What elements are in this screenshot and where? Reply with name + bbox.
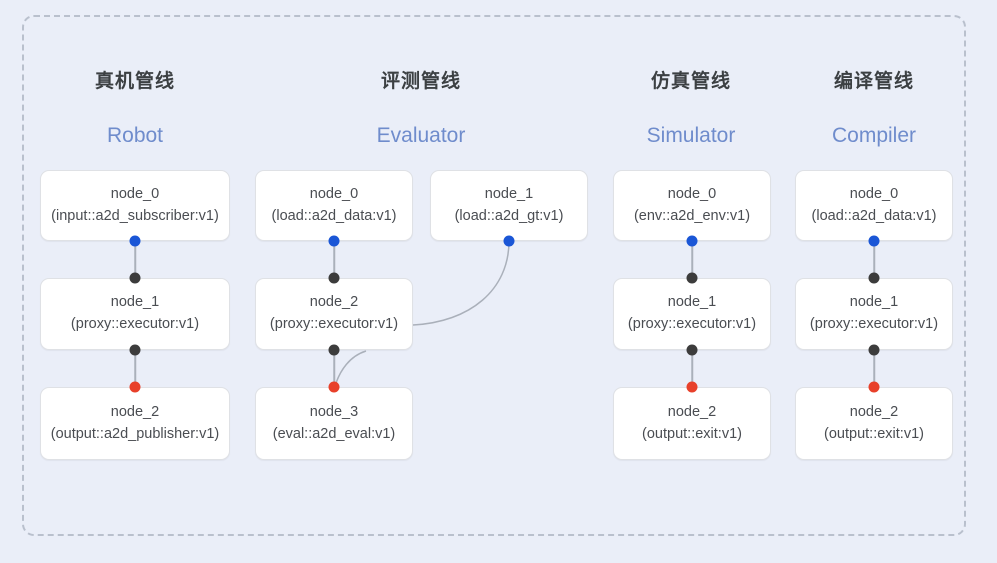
node-evaluator-0[interactable]: node_0 (load::a2d_data:v1) xyxy=(255,170,413,241)
edge-eval-0-2 xyxy=(333,241,335,278)
port-output-blue-evaluator-0[interactable] xyxy=(328,235,340,247)
node-evaluator-2[interactable]: node_2 (proxy::executor:v1) xyxy=(255,278,413,350)
node-type: (load::a2d_data:v1) xyxy=(811,207,937,224)
node-robot-1[interactable]: node_1 (proxy::executor:v1) xyxy=(40,278,230,350)
node-type: (output::exit:v1) xyxy=(824,425,924,442)
node-type: (load::a2d_data:v1) xyxy=(271,207,397,224)
node-type: (load::a2d_gt:v1) xyxy=(454,207,564,224)
column-title-cn-evaluator: 评测管线 xyxy=(380,71,461,92)
port-input-red-simulator-2[interactable] xyxy=(686,381,698,393)
node-simulator-2[interactable]: node_2 (output::exit:v1) xyxy=(613,387,771,460)
node-id: node_2 xyxy=(849,403,899,420)
node-id: node_0 xyxy=(110,185,160,202)
edge-robot-0-1 xyxy=(134,241,136,278)
node-evaluator-3[interactable]: node_3 (eval::a2d_eval:v1) xyxy=(255,387,413,460)
column-header-simulator: 仿真管线 xyxy=(600,66,782,93)
edge-eval-2-3 xyxy=(333,350,335,387)
node-id: node_3 xyxy=(309,403,359,420)
node-type: (output::a2d_publisher:v1) xyxy=(50,425,220,442)
node-type: (eval::a2d_eval:v1) xyxy=(272,425,396,442)
column-title-en-evaluator: Evaluator xyxy=(376,124,466,147)
column-title-cn-simulator: 仿真管线 xyxy=(650,71,731,92)
node-id: node_1 xyxy=(849,294,899,311)
node-id: node_1 xyxy=(484,185,534,202)
edge-comp-0-1 xyxy=(873,241,875,278)
pipeline-container xyxy=(22,15,966,536)
node-id: node_1 xyxy=(110,294,160,311)
node-type: (proxy::executor:v1) xyxy=(809,316,939,332)
column-title-en-compiler: Compiler xyxy=(831,124,917,147)
port-output-dark-evaluator-2[interactable] xyxy=(328,344,340,356)
column-header-robot: 真机管线 xyxy=(44,66,226,93)
port-input-red-compiler-2[interactable] xyxy=(868,381,880,393)
node-id: node_0 xyxy=(309,185,359,202)
node-id: node_1 xyxy=(667,294,717,311)
node-type: (proxy::executor:v1) xyxy=(269,316,399,332)
column-header-evaluator: 评测管线 xyxy=(330,66,512,93)
edge-sim-0-1 xyxy=(691,241,693,278)
node-compiler-1[interactable]: node_1 (proxy::executor:v1) xyxy=(795,278,953,350)
port-output-blue-compiler-0[interactable] xyxy=(868,235,880,247)
port-input-red-robot-2[interactable] xyxy=(129,381,141,393)
node-robot-0[interactable]: node_0 (input::a2d_subscriber:v1) xyxy=(40,170,230,241)
port-output-blue-evaluator-gt[interactable] xyxy=(503,235,515,247)
port-input-dark-simulator-1[interactable] xyxy=(686,272,698,284)
edge-robot-1-2 xyxy=(134,350,136,387)
port-output-dark-simulator-1[interactable] xyxy=(686,344,698,356)
node-type: (env::a2d_env:v1) xyxy=(633,207,751,224)
node-robot-2[interactable]: node_2 (output::a2d_publisher:v1) xyxy=(40,387,230,460)
node-type: (output::exit:v1) xyxy=(642,425,742,442)
edge-sim-1-2 xyxy=(691,350,693,387)
node-evaluator-gt[interactable]: node_1 (load::a2d_gt:v1) xyxy=(430,170,588,241)
port-input-dark-robot-1[interactable] xyxy=(129,272,141,284)
node-simulator-1[interactable]: node_1 (proxy::executor:v1) xyxy=(613,278,771,350)
node-id: node_2 xyxy=(309,294,359,311)
port-output-blue-robot-0[interactable] xyxy=(129,235,141,247)
node-id: node_0 xyxy=(849,185,899,202)
node-id: node_2 xyxy=(667,403,717,420)
column-title-en-simulator: Simulator xyxy=(646,124,736,147)
column-title-cn-robot: 真机管线 xyxy=(94,71,175,92)
port-output-dark-compiler-1[interactable] xyxy=(868,344,880,356)
port-input-red-evaluator-3[interactable] xyxy=(328,381,340,393)
column-header-compiler: 编译管线 xyxy=(783,66,965,93)
node-id: node_2 xyxy=(110,403,160,420)
node-type: (proxy::executor:v1) xyxy=(70,316,200,332)
node-type: (proxy::executor:v1) xyxy=(627,316,757,332)
column-title-cn-compiler: 编译管线 xyxy=(833,71,914,92)
port-input-dark-compiler-1[interactable] xyxy=(868,272,880,284)
node-type: (input::a2d_subscriber:v1) xyxy=(51,207,219,224)
column-title-en-robot: Robot xyxy=(106,124,164,147)
node-id: node_0 xyxy=(667,185,717,202)
port-output-blue-simulator-0[interactable] xyxy=(686,235,698,247)
node-compiler-2[interactable]: node_2 (output::exit:v1) xyxy=(795,387,953,460)
port-input-dark-evaluator-2[interactable] xyxy=(328,272,340,284)
port-output-dark-robot-1[interactable] xyxy=(129,344,141,356)
edge-comp-1-2 xyxy=(873,350,875,387)
node-simulator-0[interactable]: node_0 (env::a2d_env:v1) xyxy=(613,170,771,241)
node-compiler-0[interactable]: node_0 (load::a2d_data:v1) xyxy=(795,170,953,241)
